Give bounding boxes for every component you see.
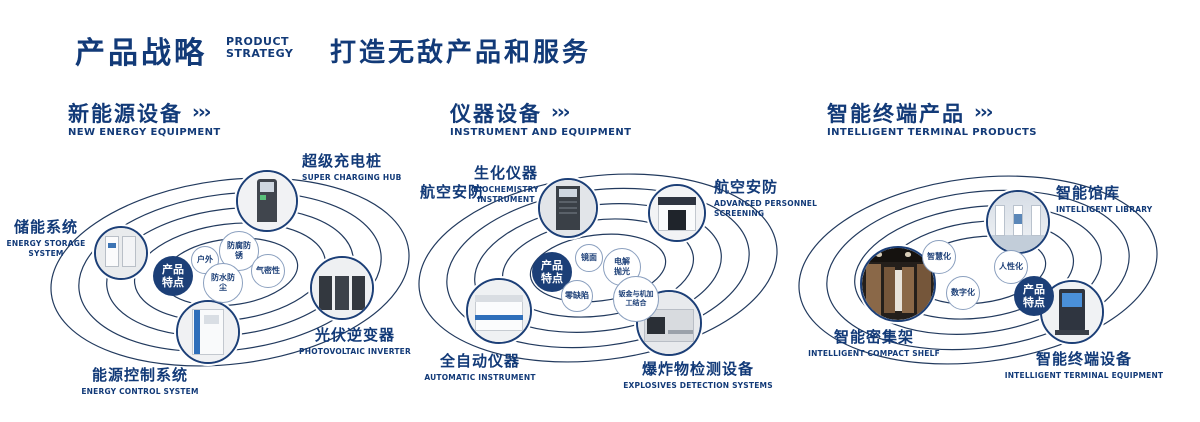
photovoltaic-inverter-photo [312, 258, 372, 318]
section-instrument-subtitle: INSTRUMENT AND EQUIPMENT [450, 127, 632, 138]
tagline: 打造无敌产品和服务 [330, 38, 592, 68]
product-features-badge: 产品特点 [1014, 276, 1054, 316]
label-personnel-screening: 航空安防 ADVANCED PERSONNEL SCREENING [714, 178, 818, 219]
section-instrument-title-text: 仪器设备 [450, 102, 542, 126]
page-title-en: PRODUCT STRATEGY [226, 35, 294, 61]
automatic-instrument-photo [468, 280, 530, 342]
label-biochemistry-instrument: 生化仪器 BIOCHEMISTRY INSTRUMENT [473, 164, 539, 205]
biochemistry-instrument-photo [540, 180, 596, 236]
intelligent-library-photo [988, 192, 1048, 252]
label-energy-storage-system: 储能系统 ENERGY STORAGE SYSTEM [6, 218, 86, 259]
page-title-en-line2: STRATEGY [226, 47, 294, 61]
energy-storage-system-photo [96, 228, 146, 278]
product-features-badge: 产品特点 [153, 256, 193, 296]
triple-chevron-icon: ››› [551, 101, 570, 123]
page-title-en-line1: PRODUCT [226, 35, 290, 48]
node-automatic-instrument [466, 278, 532, 344]
feature-bubble-intelligent: 智慧化 [922, 240, 956, 274]
label-photovoltaic-inverter: 光伏逆变器 PHOTOVOLTAIC INVERTER [299, 326, 411, 356]
section-instrument-title: 仪器设备 ››› [450, 98, 570, 128]
node-biochemistry-instrument [538, 178, 598, 238]
label-automatic-instrument: 全自动仪器 AUTOMATIC INSTRUMENT [424, 352, 536, 382]
feature-bubble-mirror: 镜面 [575, 244, 603, 272]
node-super-charging-hub [236, 170, 298, 232]
node-energy-storage-system [94, 226, 148, 280]
label-aviation-security-left: 航空安防 [420, 183, 485, 201]
label-energy-control-system: 能源控制系统 ENERGY CONTROL SYSTEM [81, 366, 199, 396]
section-terminal-title: 智能终端产品 ››› [827, 98, 993, 128]
feature-bubble-airtight: 气密性 [251, 254, 285, 288]
super-charging-hub-photo [238, 172, 296, 230]
personnel-screening-photo [650, 186, 704, 240]
triple-chevron-icon: ››› [192, 101, 211, 123]
triple-chevron-icon: ››› [974, 101, 993, 123]
node-intelligent-library [986, 190, 1050, 254]
section-new-energy-subtitle: NEW ENERGY EQUIPMENT [68, 127, 221, 138]
section-terminal-subtitle: INTELLIGENT TERMINAL PRODUCTS [827, 127, 1037, 138]
section-terminal-title-text: 智能终端产品 [827, 102, 965, 126]
label-intelligent-library: 智能馆库 INTELLIGENT LIBRARY [1056, 184, 1153, 214]
label-super-charging-hub: 超级充电桩 SUPER CHARGING HUB [302, 152, 402, 182]
node-intelligent-compact-shelf [860, 246, 936, 322]
label-intelligent-terminal-equipment: 智能终端设备 INTELLIGENT TERMINAL EQUIPMENT [1004, 350, 1164, 380]
section-new-energy-title-text: 新能源设备 [68, 102, 183, 126]
energy-control-system-photo [178, 302, 238, 362]
feature-bubble-zero-defect: 零缺陷 [561, 280, 593, 312]
node-energy-control-system [176, 300, 240, 364]
label-explosives-detection: 爆炸物检测设备 EXPLOSIVES DETECTION SYSTEMS [623, 360, 773, 390]
label-intelligent-compact-shelf: 智能密集架 INTELLIGENT COMPACT SHELF [808, 328, 940, 358]
intelligent-compact-shelf-photo [862, 248, 934, 320]
page-title: 产品战略 [75, 36, 207, 71]
feature-bubble-waterproof: 防水防尘 [203, 263, 243, 303]
node-personnel-screening [648, 184, 706, 242]
section-new-energy-title: 新能源设备 ››› [68, 98, 211, 128]
feature-bubble-sheetmetal: 钣金与机加工结合 [613, 276, 659, 322]
feature-bubble-digital: 数字化 [946, 276, 980, 310]
node-photovoltaic-inverter [310, 256, 374, 320]
